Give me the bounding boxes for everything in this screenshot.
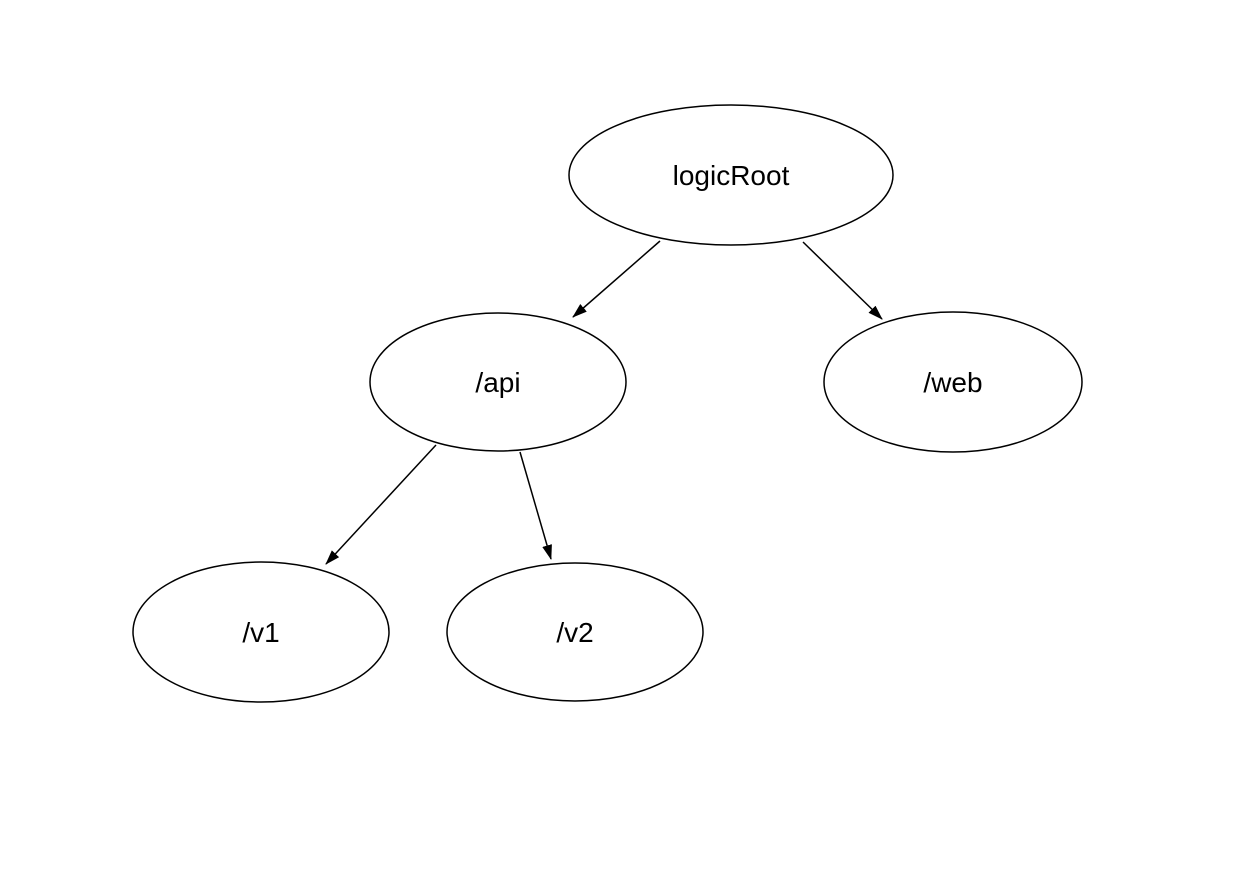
edge-api-to-v2 bbox=[519, 451, 552, 560]
node-ellipse-api bbox=[369, 312, 627, 452]
node-api: /api bbox=[369, 312, 627, 452]
node-label-logicRoot: logicRoot bbox=[673, 160, 790, 191]
node-label-v2: /v2 bbox=[556, 617, 593, 648]
edges-layer bbox=[325, 240, 883, 565]
node-ellipse-v2 bbox=[446, 562, 704, 702]
node-label-api: /api bbox=[475, 367, 520, 398]
node-v1: /v1 bbox=[132, 561, 390, 703]
node-ellipse-web bbox=[823, 311, 1083, 453]
node-ellipse-logicRoot bbox=[568, 104, 894, 246]
node-web: /web bbox=[823, 311, 1083, 453]
edge-logicRoot-to-api bbox=[572, 240, 661, 318]
node-logicRoot: logicRoot bbox=[568, 104, 894, 246]
node-label-web: /web bbox=[923, 367, 982, 398]
edge-api-to-v1 bbox=[325, 444, 437, 565]
nodes-layer: logicRoot/api/web/v1/v2 bbox=[132, 104, 1083, 703]
node-ellipse-v1 bbox=[132, 561, 390, 703]
edge-logicRoot-to-web bbox=[802, 241, 883, 320]
node-label-v1: /v1 bbox=[242, 617, 279, 648]
node-v2: /v2 bbox=[446, 562, 704, 702]
